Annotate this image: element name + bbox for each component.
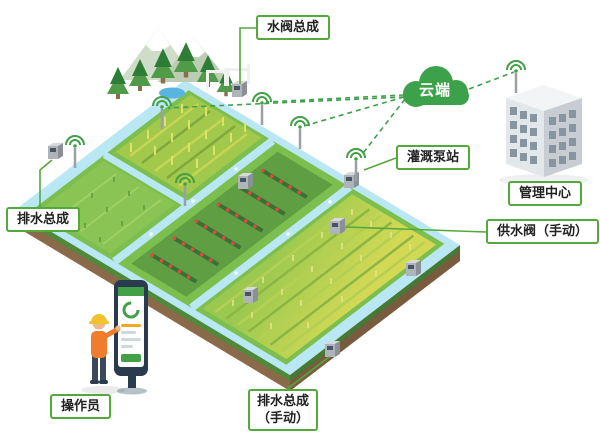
water-valve-device <box>226 64 250 86</box>
control-cabinet <box>48 143 63 159</box>
vegetable-plot <box>131 151 333 297</box>
wifi-signal-icon <box>289 115 311 151</box>
label-irrigation-pump-station: 灌溉泵站 <box>396 145 471 170</box>
label-drainage-manual-line2: （手动） <box>257 409 310 425</box>
label-drainage-manual-line1: 排水总成 <box>257 393 310 408</box>
control-kiosk <box>114 280 148 395</box>
wifi-signal-icon <box>505 59 527 95</box>
label-supply-valve-manual: 供水阀（手动） <box>486 219 600 244</box>
sprinkler-dots <box>149 167 332 275</box>
label-connectors <box>39 27 487 390</box>
control-cabinet <box>325 341 340 357</box>
label-operator: 操作员 <box>50 394 112 419</box>
gate-structure <box>206 68 227 90</box>
office-building <box>499 59 589 186</box>
label-water-valve-assembly: 水阀总成 <box>256 15 331 40</box>
cloud-icon <box>403 66 469 107</box>
control-cabinet <box>243 287 258 303</box>
label-drainage-assembly-manual: 排水总成 （手动） <box>248 389 319 431</box>
label-drainage-assembly: 排水总成 <box>6 207 81 232</box>
operator-figure <box>81 314 125 394</box>
tomato-dots <box>150 168 309 284</box>
control-cabinet <box>238 173 253 189</box>
building-windows <box>510 107 576 167</box>
wheat-plot <box>202 194 437 359</box>
pond <box>159 87 185 99</box>
wifi-signal-icon <box>251 91 273 127</box>
label-management-center: 管理中心 <box>508 181 583 206</box>
control-cabinet <box>406 260 421 276</box>
control-cabinet <box>330 218 345 234</box>
corn-plot <box>115 94 262 195</box>
cloud-links <box>167 71 515 158</box>
cloud-label: 云端 <box>418 82 451 99</box>
